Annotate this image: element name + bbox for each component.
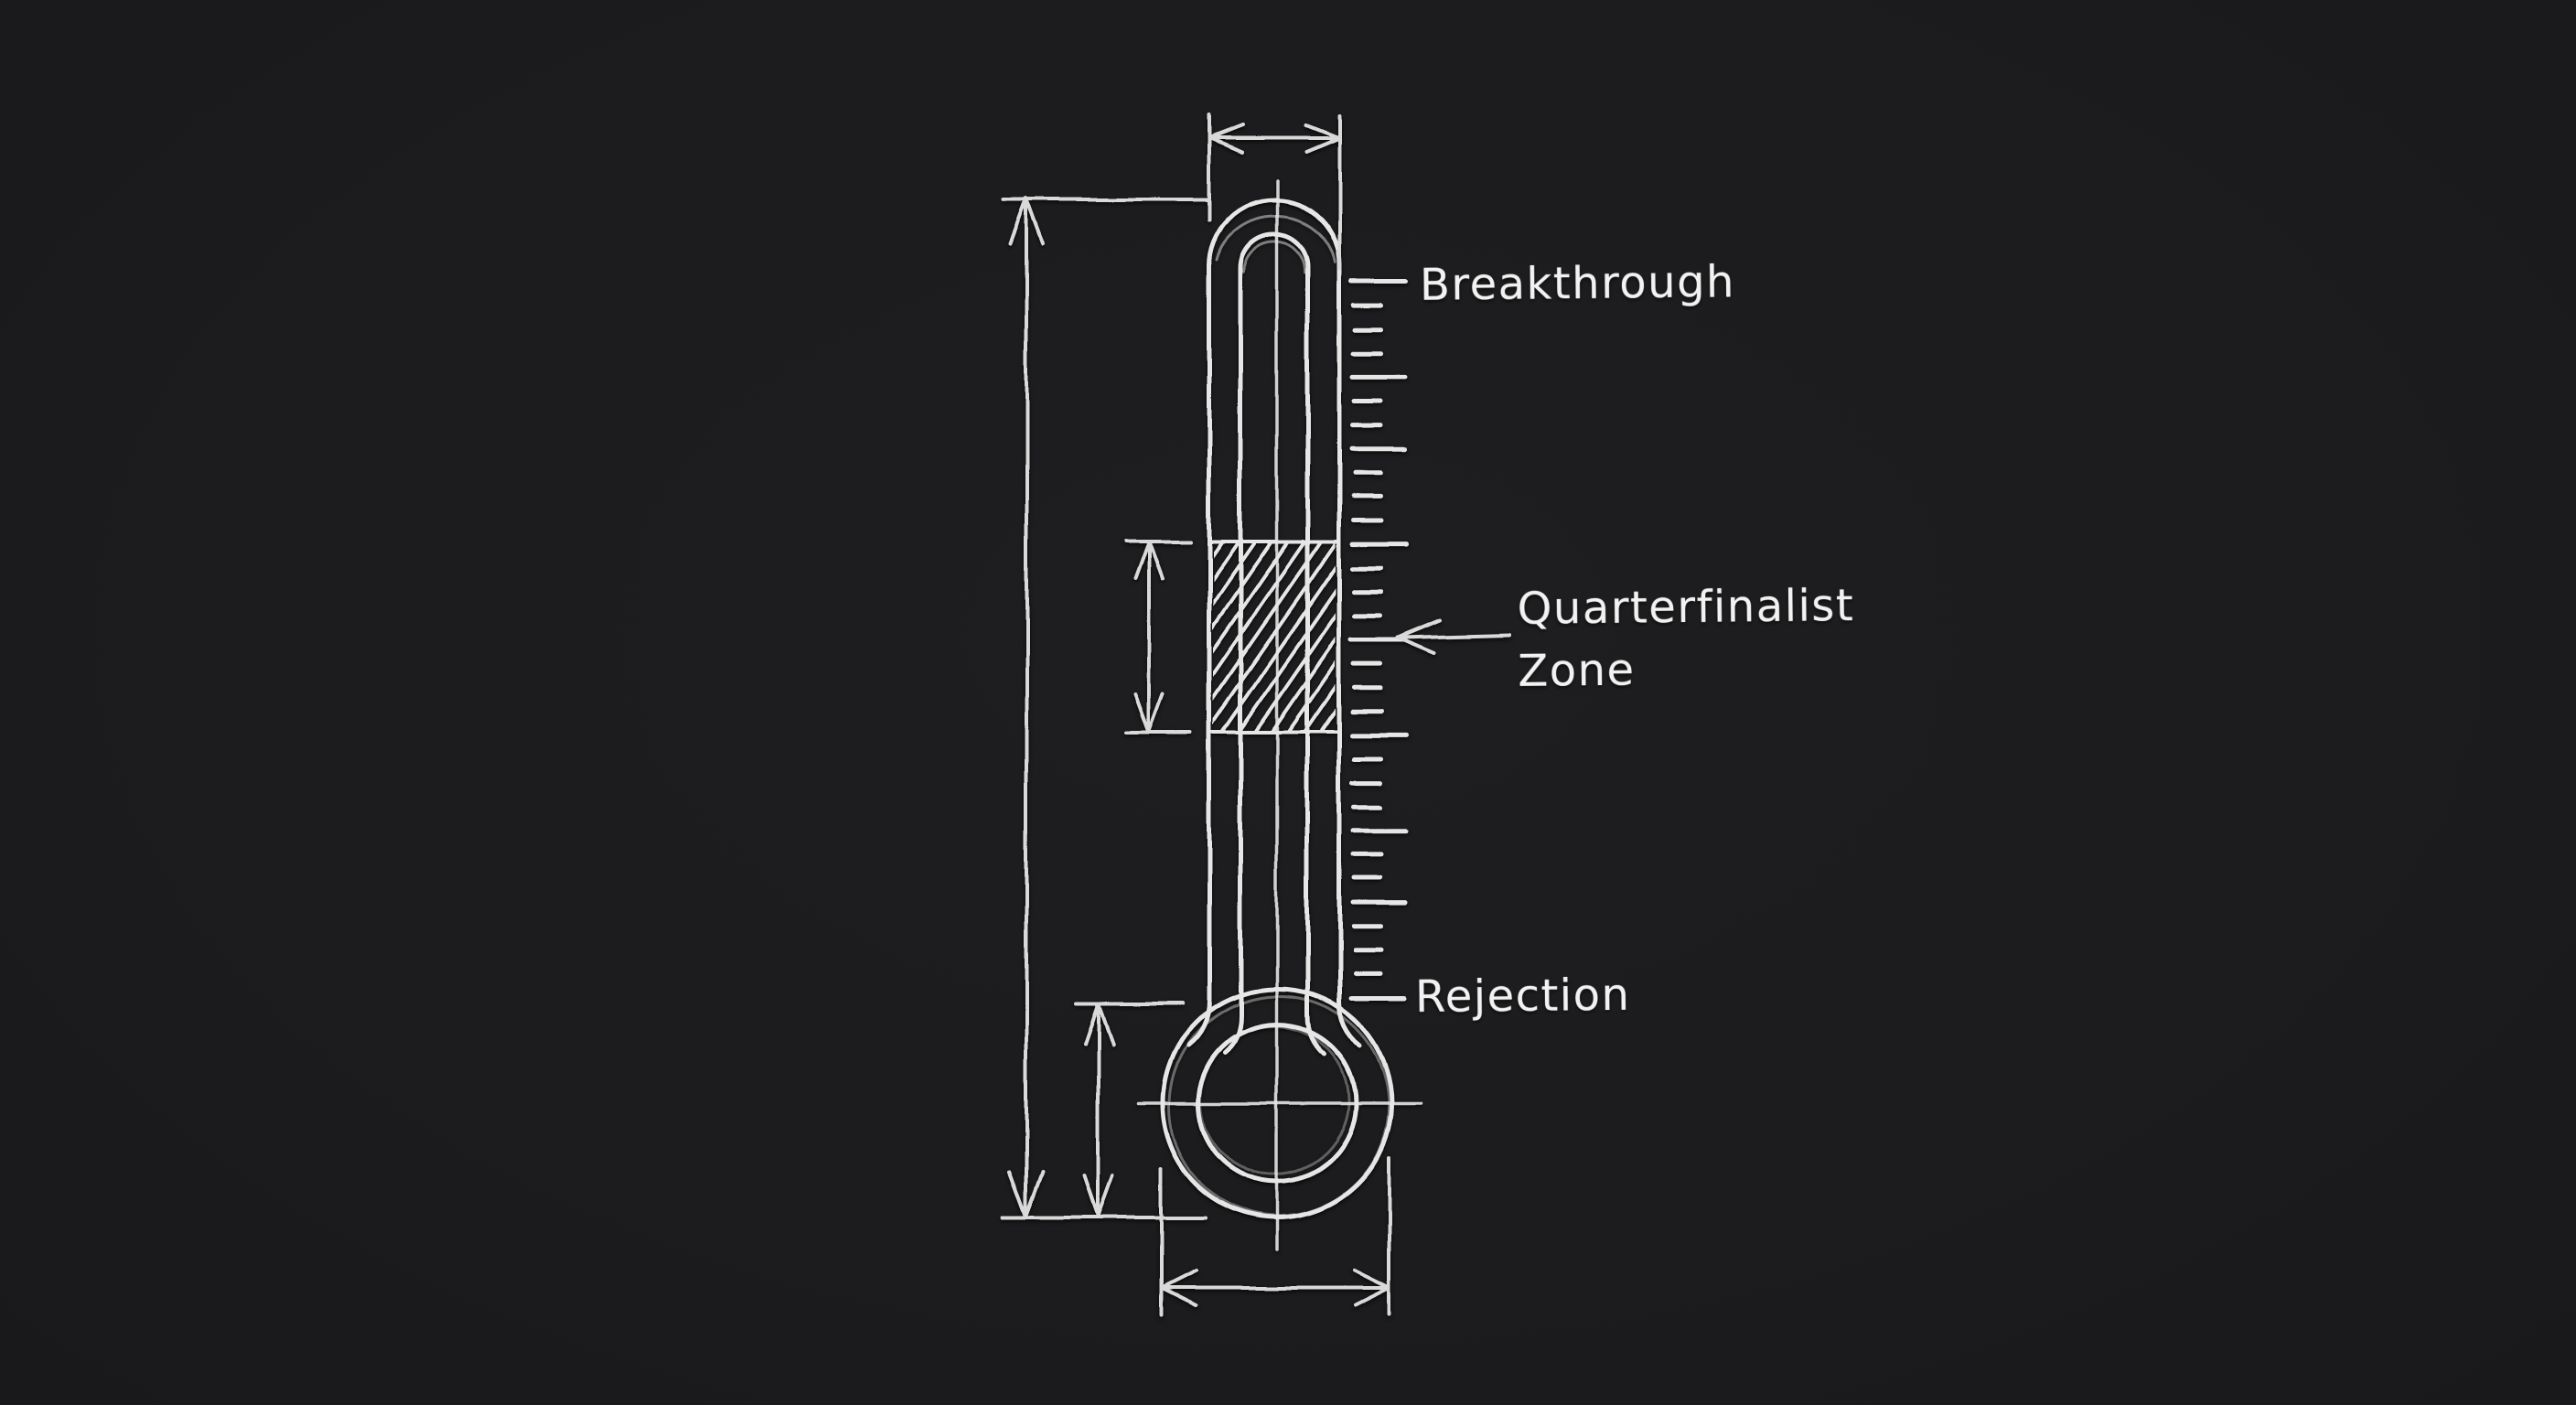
ruler-ticks xyxy=(1348,279,1408,1001)
bulb-height-dimension xyxy=(1074,1002,1185,1218)
zone-pointer-arrowhead xyxy=(1396,618,1442,655)
outer-tube-right-wall xyxy=(1336,263,1363,1048)
bottom-width-arrowhead-left xyxy=(1159,1269,1197,1307)
top-width-arrowhead-right xyxy=(1304,123,1341,154)
breakthrough-label-text: Breakthrough xyxy=(1419,256,1736,311)
bulb-inner-circle-sketch xyxy=(1198,1024,1350,1176)
zone-height-dimension xyxy=(1124,540,1193,734)
inner-tube-dome xyxy=(1238,232,1310,271)
bulb-outer-circle-sketch xyxy=(1167,994,1390,1217)
quarterfinalist-zone-label: Quarterfinalist Zone xyxy=(1517,574,1855,702)
hatched-zone xyxy=(1208,540,1339,734)
breakthrough-label: Breakthrough xyxy=(1420,256,1736,311)
rejection-label: Rejection xyxy=(1415,970,1631,1023)
top-width-dimension xyxy=(1208,113,1341,272)
zone-pointer-arrow-line xyxy=(1400,633,1510,639)
hatched-zone-fill xyxy=(1213,542,1336,732)
outer-tube-left-wall xyxy=(1186,263,1212,1048)
quarterfinalist-zone-label-line1: Quarterfinalist xyxy=(1517,580,1855,635)
outer-tube-dome xyxy=(1207,198,1342,268)
overall-height-dimension xyxy=(1001,197,1211,1219)
bottom-width-arrowhead-right xyxy=(1353,1269,1391,1307)
quarterfinalist-zone-label-line2: Zone xyxy=(1518,644,1636,697)
zone-pointer-arrow xyxy=(1396,618,1510,655)
inner-tube-dome-sketch xyxy=(1242,241,1306,275)
bottom-width-dimension xyxy=(1159,1157,1391,1316)
top-width-arrowhead-left xyxy=(1208,123,1244,154)
bulb-height-arrowhead-bottom xyxy=(1083,1174,1115,1218)
rejection-label-text: Rejection xyxy=(1414,969,1631,1024)
